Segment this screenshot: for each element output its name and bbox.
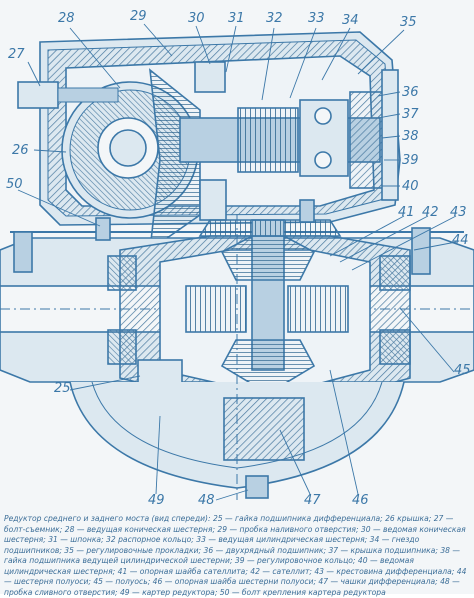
callout-29: 29	[130, 9, 147, 24]
callout-38: 38	[402, 129, 419, 144]
callout-31: 31	[228, 11, 245, 26]
callout-33: 33	[308, 11, 325, 26]
callout-35: 35	[400, 15, 417, 30]
callout-27: 27	[8, 47, 25, 62]
callout-39: 39	[402, 153, 419, 168]
cylindrical-pinion-teeth	[237, 107, 299, 173]
bolt-27	[17, 81, 59, 109]
callout-36: 36	[402, 85, 419, 100]
lower-boss	[223, 397, 305, 461]
callout-46: 46	[352, 493, 369, 508]
callout-42: 42	[422, 205, 439, 220]
drain-plug-48	[245, 475, 269, 499]
figure-caption: Редуктор среднего и заднего моста (вид с…	[4, 514, 467, 597]
callout-49: 49	[148, 493, 165, 508]
reducer-cross-section-drawing	[0, 23, 474, 501]
callout-45: 45	[454, 363, 471, 378]
callout-37: 37	[402, 107, 419, 122]
side-gear-left-teeth	[185, 285, 247, 333]
callout-43: 43	[450, 205, 467, 220]
callout-28: 28	[58, 11, 75, 26]
callout-50: 50	[6, 177, 23, 192]
callout-40: 40	[402, 179, 419, 194]
callout-26: 26	[12, 143, 29, 158]
callout-41: 41	[398, 205, 415, 220]
callout-34: 34	[342, 13, 359, 28]
callout-44: 44	[452, 233, 469, 248]
callout-30: 30	[188, 11, 205, 26]
callout-47: 47	[304, 493, 321, 508]
callout-25: 25	[54, 381, 71, 396]
callout-32: 32	[266, 11, 283, 26]
pinion-spline-bore	[109, 129, 147, 167]
callout-48: 48	[198, 493, 215, 508]
side-gear-right-teeth	[287, 285, 349, 333]
